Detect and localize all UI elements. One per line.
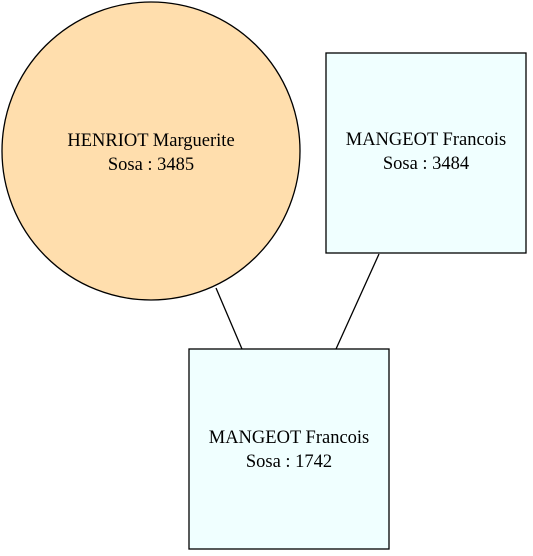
node-name-label: HENRIOT Marguerite — [67, 131, 234, 151]
node-sosa-label: Sosa : 3485 — [108, 155, 194, 175]
node-mangeot-francois-3484[interactable]: MANGEOT Francois Sosa : 3484 — [325, 52, 527, 254]
edge-father-to-child — [335, 253, 380, 350]
node-shape-square — [188, 348, 390, 550]
node-shape-circle — [1, 1, 301, 301]
node-mangeot-francois-1742[interactable]: MANGEOT Francois Sosa : 1742 — [188, 348, 390, 550]
node-henriot-marguerite[interactable]: HENRIOT Marguerite Sosa : 3485 — [1, 1, 301, 301]
node-sosa-label: Sosa : 1742 — [246, 452, 332, 472]
node-name-label: MANGEOT Francois — [209, 428, 370, 448]
node-shape-square — [325, 52, 527, 254]
node-sosa-label: Sosa : 3484 — [383, 154, 469, 174]
edge-mother-to-child — [215, 287, 243, 350]
node-name-label: MANGEOT Francois — [346, 130, 507, 150]
